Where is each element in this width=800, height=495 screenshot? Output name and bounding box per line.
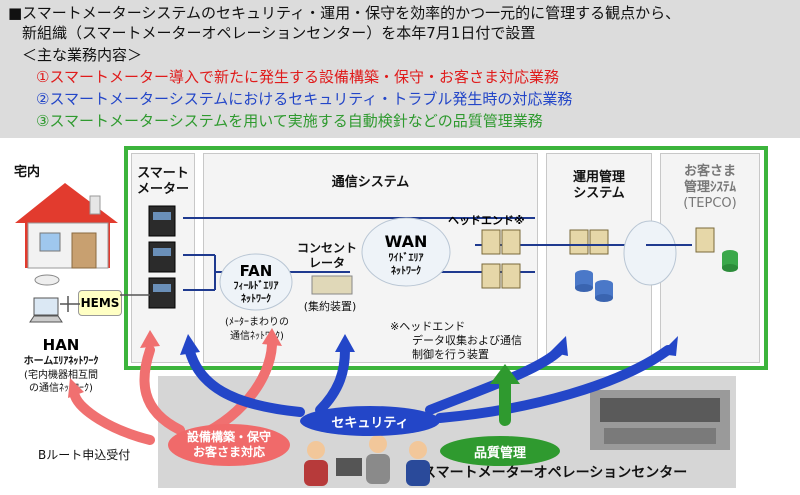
meter-stack-icon (148, 205, 176, 309)
headend-server-icon (481, 229, 521, 289)
ops-server-icon (569, 229, 613, 302)
customer-label-3: (TEPCO) (683, 196, 737, 211)
business-item-2: ②スマートメーターシステムにおけるセキュリティ・トラブル発生時の対応業務 (36, 90, 573, 108)
headend-note-1: ※ヘッドエンド (390, 320, 466, 333)
han-desc-1: (宅内機器相互間 (24, 370, 98, 381)
headend-label: ヘッドエンド※ (448, 214, 525, 227)
han-subtitle: ホームｴﾘｱﾈｯﾄﾜｰｸ (23, 356, 99, 367)
pill-security: セキュリティ (300, 406, 440, 436)
laptop-icon (29, 297, 63, 323)
pill-quality: 品質管理 (440, 436, 560, 466)
customer-server-icon (695, 227, 738, 272)
header-line-1: ■スマートメーターシステムのセキュリティ・運用・保守を効率的かつ一元的に管理する… (8, 4, 681, 22)
ops-mgmt-label-1: 運用管理 (572, 170, 625, 185)
home-label: 宅内 (14, 165, 41, 180)
han-link (60, 296, 80, 312)
headend-note-3: 制御を行う装置 (412, 348, 489, 361)
fan-sub-2: ﾈｯﾄﾜｰｸ (241, 294, 271, 305)
customer-mgmt-panel (660, 153, 760, 363)
pill-construction: 設備構築・保守 お客さま対応 (168, 424, 290, 466)
hems-label: HEMS (80, 296, 120, 310)
fan-desc-2: 通信ﾈｯﾄﾜｰｸ) (230, 331, 284, 342)
hems-box: HEMS (78, 290, 122, 316)
pill-construction-line-2: お客さま対応 (192, 445, 265, 459)
business-item-3: ③スマートメーターシステムを用いて実施する自動検針などの品質管理業務 (36, 112, 543, 130)
smoke-detector-icon (34, 274, 60, 286)
header-panel: ■スマートメーターシステムのセキュリティ・運用・保守を効率的かつ一元的に管理する… (0, 0, 800, 138)
concentrator-label-3: (集約装置) (303, 300, 357, 313)
concentrator-icon (311, 275, 353, 295)
smart-meter-label-1: スマート (137, 166, 189, 181)
header-line-3: ＜主な業務内容＞ (22, 46, 143, 64)
system-boundary (124, 146, 768, 370)
business-item-1: ①スマートメーター導入で新たに発生する設備構築・保守・お客さま対応業務 (36, 68, 560, 86)
pill-construction-line-1: 設備構築・保守 (186, 430, 271, 444)
wan-title: WAN (384, 232, 428, 251)
wan-sub-1: ﾜｲﾄﾞｴﾘｱ (388, 253, 424, 264)
concentrator-label-2: レータ (308, 256, 345, 270)
customer-link (646, 244, 692, 246)
fan-cloud-icon (219, 253, 293, 311)
headend-note-2: データ収集および通信 (412, 334, 522, 347)
customer-label-1: お客さま (683, 164, 736, 179)
comm-system-title: 通信システム (331, 175, 410, 190)
b-route-label: Bルート申込受付 (38, 448, 131, 462)
fan-desc-1: (ﾒｰﾀｰまわりの (225, 317, 289, 328)
fan-sub-1: ﾌｨｰﾙﾄﾞｴﾘｱ (233, 281, 279, 292)
han-title: HAN (42, 336, 80, 354)
operation-center-name: スマートメーターオペレーションセンター (422, 465, 688, 481)
fan-title: FAN (239, 262, 273, 280)
customer-cloud-icon (623, 220, 677, 286)
control-room-photo (590, 390, 730, 450)
han-desc-2: の通信ﾈｯﾄﾜｰｸ) (29, 383, 93, 394)
house-icon (15, 183, 118, 269)
operators-icon (304, 435, 430, 486)
wan-sub-2: ﾈｯﾄﾜｰｸ (391, 266, 421, 277)
ops-mgmt-label-2: システム (573, 186, 625, 201)
concentrator-label-1: コンセント (296, 241, 357, 255)
wan-cloud-icon (361, 217, 451, 287)
hems-meter-link (120, 294, 150, 296)
smart-meter-label-2: メーター (136, 182, 189, 197)
header-line-2: 新組織（スマートメーターオペレーションセンター）を本年7月1日付で設置 (22, 24, 536, 42)
customer-label-2: 管理ｼｽﾃﾑ (683, 180, 736, 195)
